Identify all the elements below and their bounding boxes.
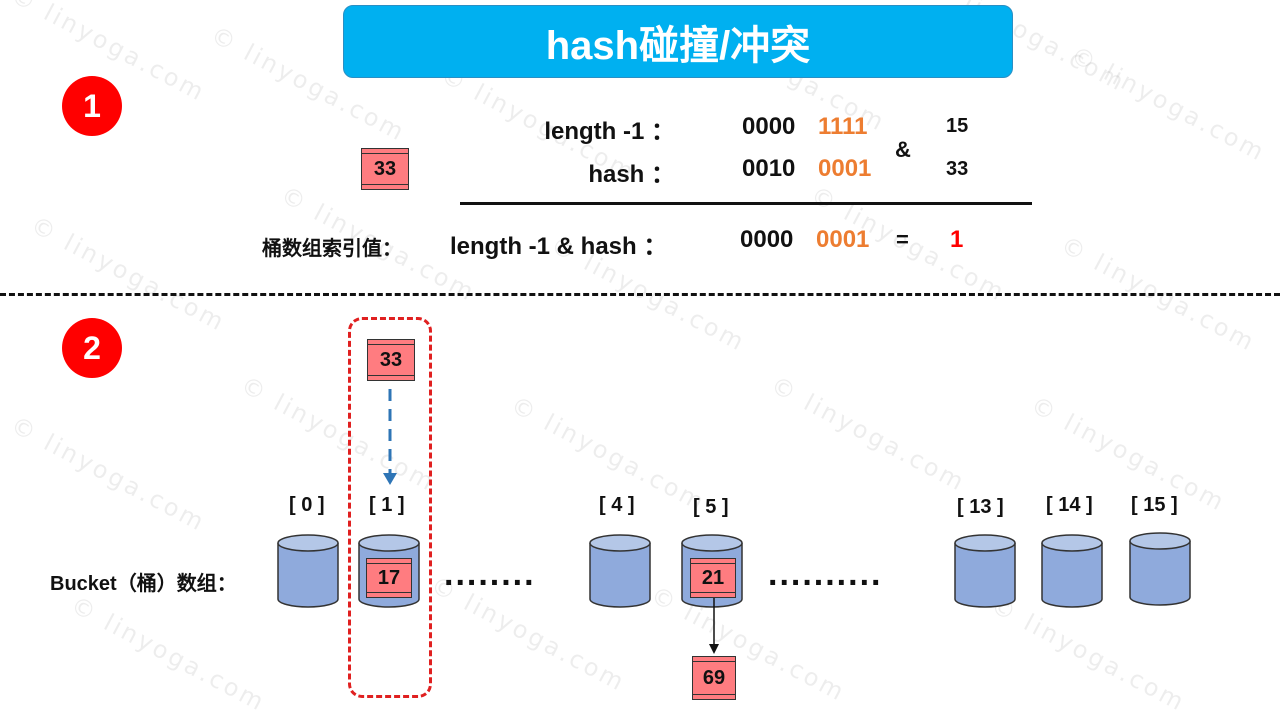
title-banner: hash碰撞/冲突 [343, 5, 1013, 78]
bucket-1-node-17: 17 [366, 558, 412, 598]
collision-highlight-frame [348, 317, 432, 698]
length-bits-high: 0000 [742, 113, 796, 140]
bucket-5-node-21: 21 [690, 558, 736, 598]
watermark: © linyoga.com [766, 370, 971, 498]
length-bits-low: 1111 [818, 113, 868, 140]
bucket-index-0: [ 0 ] [289, 494, 325, 516]
chained-node-69: 69 [692, 656, 736, 700]
equals-sign: = [896, 227, 909, 252]
page-title: hash碰撞/冲突 [545, 23, 811, 68]
bucket-4 [589, 534, 651, 608]
bucket-index-15: [ 15 ] [1131, 494, 1178, 516]
ellipsis-dots-left: ........ [444, 555, 536, 593]
bucket-index-caption: 桶数组索引值： [262, 238, 402, 260]
bucket-index-13: [ 13 ] [957, 496, 1004, 518]
bucket-index-5: [ 5 ] [693, 496, 729, 518]
watermark: © linyoga.com [26, 210, 231, 338]
hash-bits-high: 0010 [742, 155, 796, 182]
bucket-index-1: [ 1 ] [369, 494, 405, 516]
hash-decimal: 33 [946, 158, 969, 180]
watermark: © linyoga.com [6, 410, 211, 538]
watermark: © linyoga.com [1066, 40, 1271, 168]
insert-arrow [383, 389, 397, 485]
length-decimal: 15 [946, 115, 969, 137]
bitwise-and-operator: & [895, 137, 911, 162]
bucket-index-4: [ 4 ] [599, 494, 635, 516]
bucket-index-14: [ 14 ] [1046, 494, 1093, 516]
length-minus-one-label: length -1 ： [544, 118, 675, 145]
result-bits-high: 0000 [740, 226, 794, 253]
watermark: © linyoga.com [986, 590, 1191, 718]
ellipsis-dots-right: .......... [768, 555, 883, 593]
watermark: © linyoga.com [646, 580, 851, 708]
hash-label: hash ： [588, 161, 675, 188]
step-1-badge: 1 [62, 76, 122, 136]
watermark: © linyoga.com [66, 590, 271, 718]
sum-line [460, 202, 1032, 205]
result-expression: length -1 & hash ： [450, 233, 668, 260]
chain-arrow [709, 598, 719, 654]
bucket-14 [1041, 534, 1103, 608]
result-bits-low: 0001 [816, 226, 870, 253]
incoming-node-33: 33 [367, 339, 415, 381]
result-index-value: 1 [950, 226, 964, 253]
section-divider [0, 293, 1280, 296]
bucket-15 [1129, 532, 1191, 606]
hash-bits-low: 0001 [818, 155, 872, 182]
bucket-0 [277, 534, 339, 608]
bucket-array-label: Bucket（桶）数组： [50, 573, 237, 595]
hash-node-33: 33 [361, 148, 409, 190]
step-2-badge: 2 [62, 318, 122, 378]
bucket-13 [954, 534, 1016, 608]
